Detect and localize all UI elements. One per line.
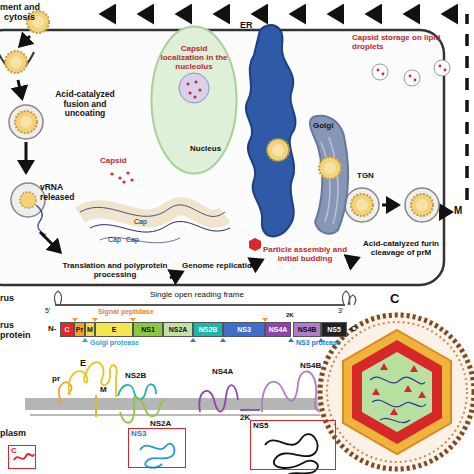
segment-label: C: [64, 326, 69, 333]
step-label: Acid-catalyzed furin cleavage of prM: [358, 240, 444, 258]
protein-name: NS3: [131, 430, 147, 439]
protein-label: NS4B: [300, 362, 321, 371]
protein-name: C: [11, 447, 17, 456]
protease-label: NS3 protease: [296, 339, 341, 347]
er-outline: [240, 20, 302, 245]
golgi-label: Golgi: [313, 122, 333, 131]
segment-label: NS3: [237, 326, 251, 333]
protease-label: Golgi protease: [90, 339, 139, 347]
step-label: cytosis: [4, 12, 35, 22]
er-label: ER: [240, 20, 253, 30]
capsid-note: Capsid: [100, 157, 127, 166]
protein-box: NS5: [250, 420, 336, 470]
protein-label: E: [80, 358, 86, 368]
polyprotein-segment: NS5: [321, 322, 347, 337]
compartment-label: plasm: [0, 428, 26, 438]
protease-label: Signal peptidase: [98, 308, 154, 316]
protein-label: M: [100, 386, 107, 395]
segment-label: Pr: [76, 326, 83, 333]
protein-label: NS4A: [212, 368, 233, 377]
golgi-outline: [303, 112, 353, 237]
protein-label: NS2A: [150, 420, 171, 429]
segment-label: 2K: [286, 312, 294, 319]
terminus-label: -C: [348, 325, 356, 334]
end-label: 3': [338, 307, 343, 315]
terminus-label: N-: [48, 325, 56, 334]
polyprotein-segment: E: [95, 322, 133, 337]
step-label: vRNA released: [40, 183, 86, 202]
segment-label: E: [112, 326, 117, 333]
organelle-label: TGN: [357, 172, 374, 181]
polyprotein-segment: NS2B: [193, 322, 223, 337]
row-label: rus: [0, 293, 14, 303]
nucleus: Capsid localization in the nucleolusNucl…: [150, 25, 238, 175]
step-label: M: [454, 205, 462, 216]
er-organelle: ER: [240, 20, 302, 245]
panel-label: C: [390, 292, 399, 307]
segment-label: NS5: [327, 326, 341, 333]
polyprotein-segment: NS1: [133, 322, 163, 337]
step-label: ment and: [0, 2, 40, 12]
polyprotein-segment: C: [60, 322, 74, 337]
protein-label: 2K: [240, 414, 250, 423]
segment-label: NS1: [141, 326, 155, 333]
segment-label: M: [87, 326, 93, 333]
cap-label: Cap: [134, 218, 147, 226]
segment-label: NS4B: [298, 326, 317, 333]
protein-box: NS3: [128, 428, 186, 468]
polyprotein-segment: NS2A: [163, 322, 193, 337]
protein-box: C: [8, 445, 36, 469]
nucleus-note: Capsid localization in the nucleolus: [159, 45, 229, 72]
capsid-note: Capsid storage on lipid droplets: [352, 34, 470, 52]
segment-label: NS2B: [199, 326, 218, 333]
step-label: Genome replication: [182, 262, 257, 271]
step-label: Acid-catalyzed fusion and uncoating: [48, 90, 122, 119]
cap-label: Cap: [126, 236, 139, 244]
protein-label: pr: [52, 375, 60, 384]
genome-label: Single open reading frame: [150, 291, 244, 300]
step-label: Particle assembly and initial budding: [262, 246, 348, 264]
polyprotein-segment: Pr: [74, 322, 85, 337]
protein-name: NS5: [253, 422, 269, 431]
row-label: rus protein: [0, 320, 36, 340]
segment-label: NS4A: [269, 326, 288, 333]
end-label: 5': [45, 307, 50, 315]
segment-label: NS2A: [169, 326, 188, 333]
step-label: Translation and polyprotein processing: [62, 262, 168, 280]
golgi-organelle: Golgi: [303, 112, 353, 237]
polyprotein-segment: NS3: [223, 322, 265, 337]
polyprotein-segment: M: [85, 322, 95, 337]
polyprotein-segment: NS4A: [265, 322, 291, 337]
polyprotein-segment: NS4B: [293, 322, 321, 337]
protein-label: NS2B: [125, 372, 146, 381]
nucleus-label: Nucleus: [190, 145, 221, 154]
cap-label: Cap: [108, 236, 121, 244]
